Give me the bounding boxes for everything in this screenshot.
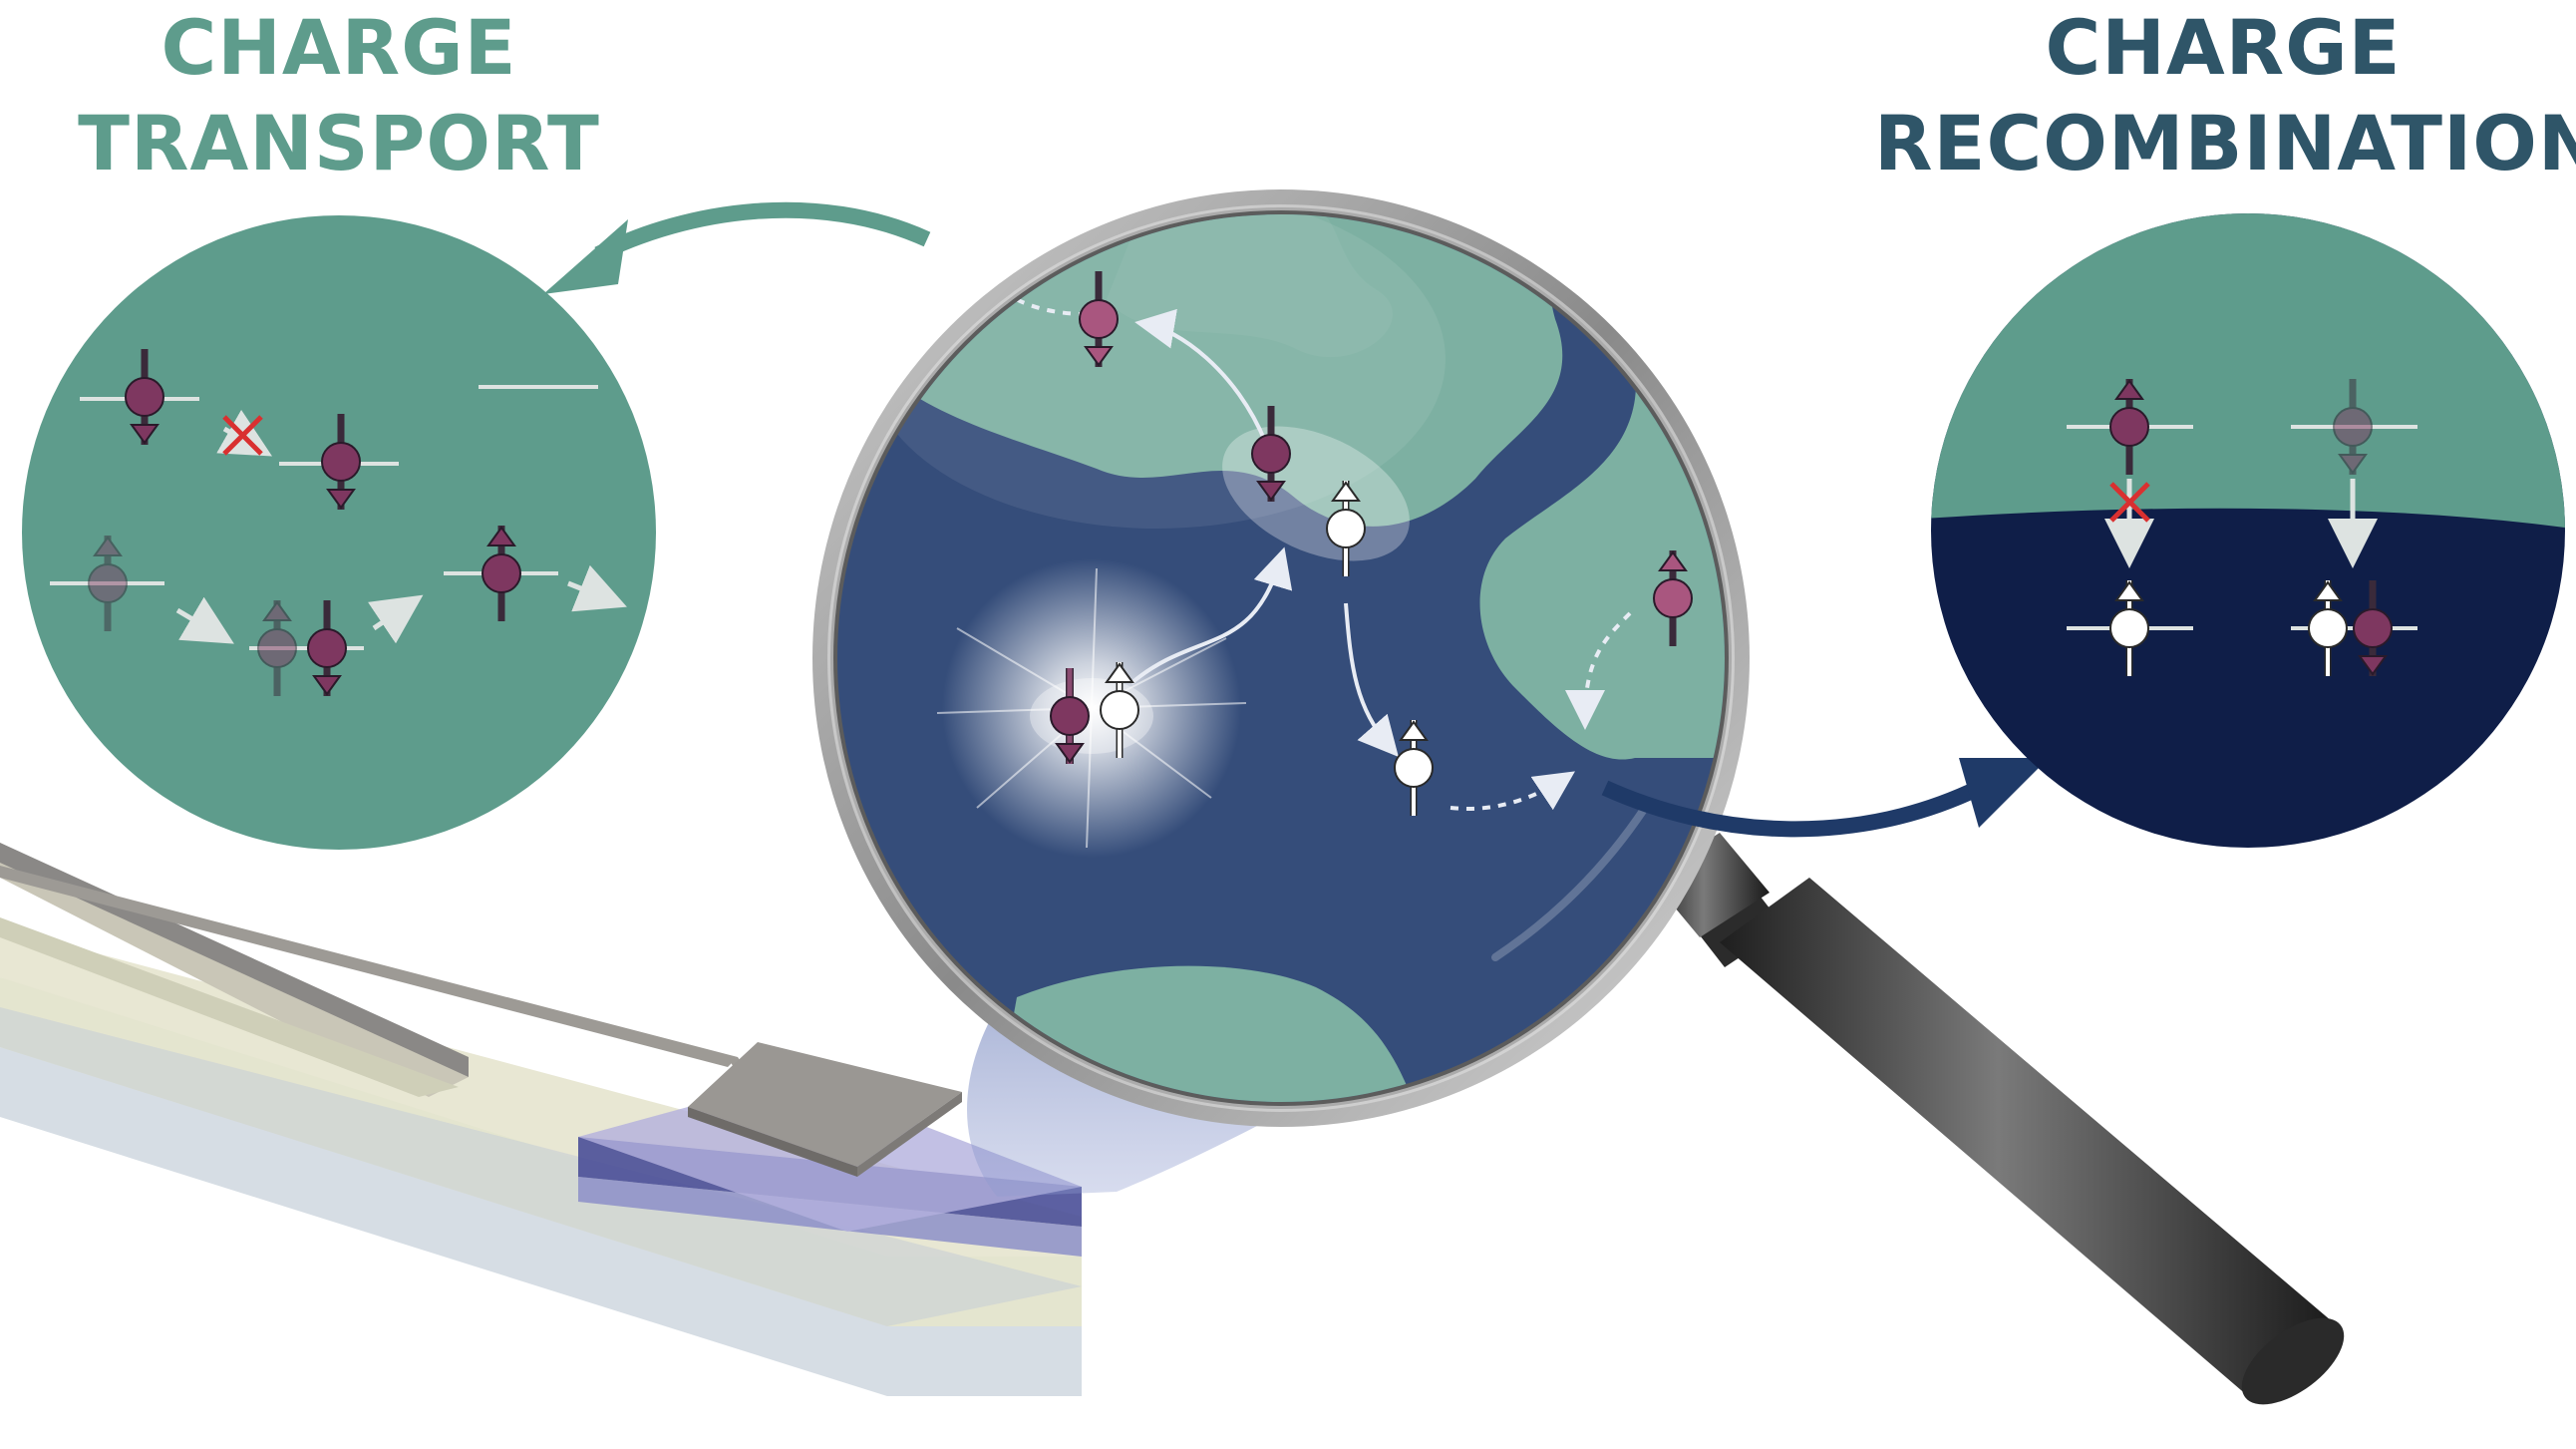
blocked-hop-icon	[222, 415, 263, 456]
electron	[2109, 379, 2149, 475]
transport-pointer-arrow	[594, 201, 931, 262]
electron	[307, 600, 347, 696]
charge-transport-title-line2: TRANSPORT	[78, 99, 600, 187]
hole	[2109, 580, 2149, 676]
electron	[1050, 668, 1090, 764]
electron	[2333, 379, 2373, 475]
magnifier-handle	[1650, 833, 2345, 1405]
hole	[1326, 481, 1366, 576]
hole	[2308, 580, 2348, 676]
electron	[1653, 550, 1693, 646]
magnifier-lens	[812, 189, 1750, 1127]
hole	[1100, 662, 1139, 758]
electron	[257, 600, 297, 696]
electron	[88, 536, 128, 631]
charge-recombination-title: CHARGE RECOMBINATION	[1874, 0, 2576, 191]
charge-recombination-panel	[1931, 213, 2565, 848]
charge-recombination-title-line1: CHARGE	[2045, 3, 2402, 92]
recombination-pointer-arrow	[1601, 780, 1983, 838]
electron	[1079, 271, 1119, 367]
device-stack	[0, 843, 1082, 1396]
blocked-recombination-icon	[2109, 482, 2150, 523]
lens-particles	[1050, 271, 1693, 816]
charge-recombination-title-line2: RECOMBINATION	[1874, 99, 2576, 187]
electron	[321, 414, 361, 510]
charge-transport-title-line1: CHARGE	[161, 3, 517, 92]
charge-transport-title: CHARGE TRANSPORT	[60, 0, 618, 191]
electron	[125, 349, 164, 445]
hole	[1394, 720, 1434, 816]
electron	[1251, 406, 1291, 502]
electron	[482, 526, 521, 621]
electron	[2353, 580, 2393, 676]
charge-transport-panel	[22, 215, 656, 850]
